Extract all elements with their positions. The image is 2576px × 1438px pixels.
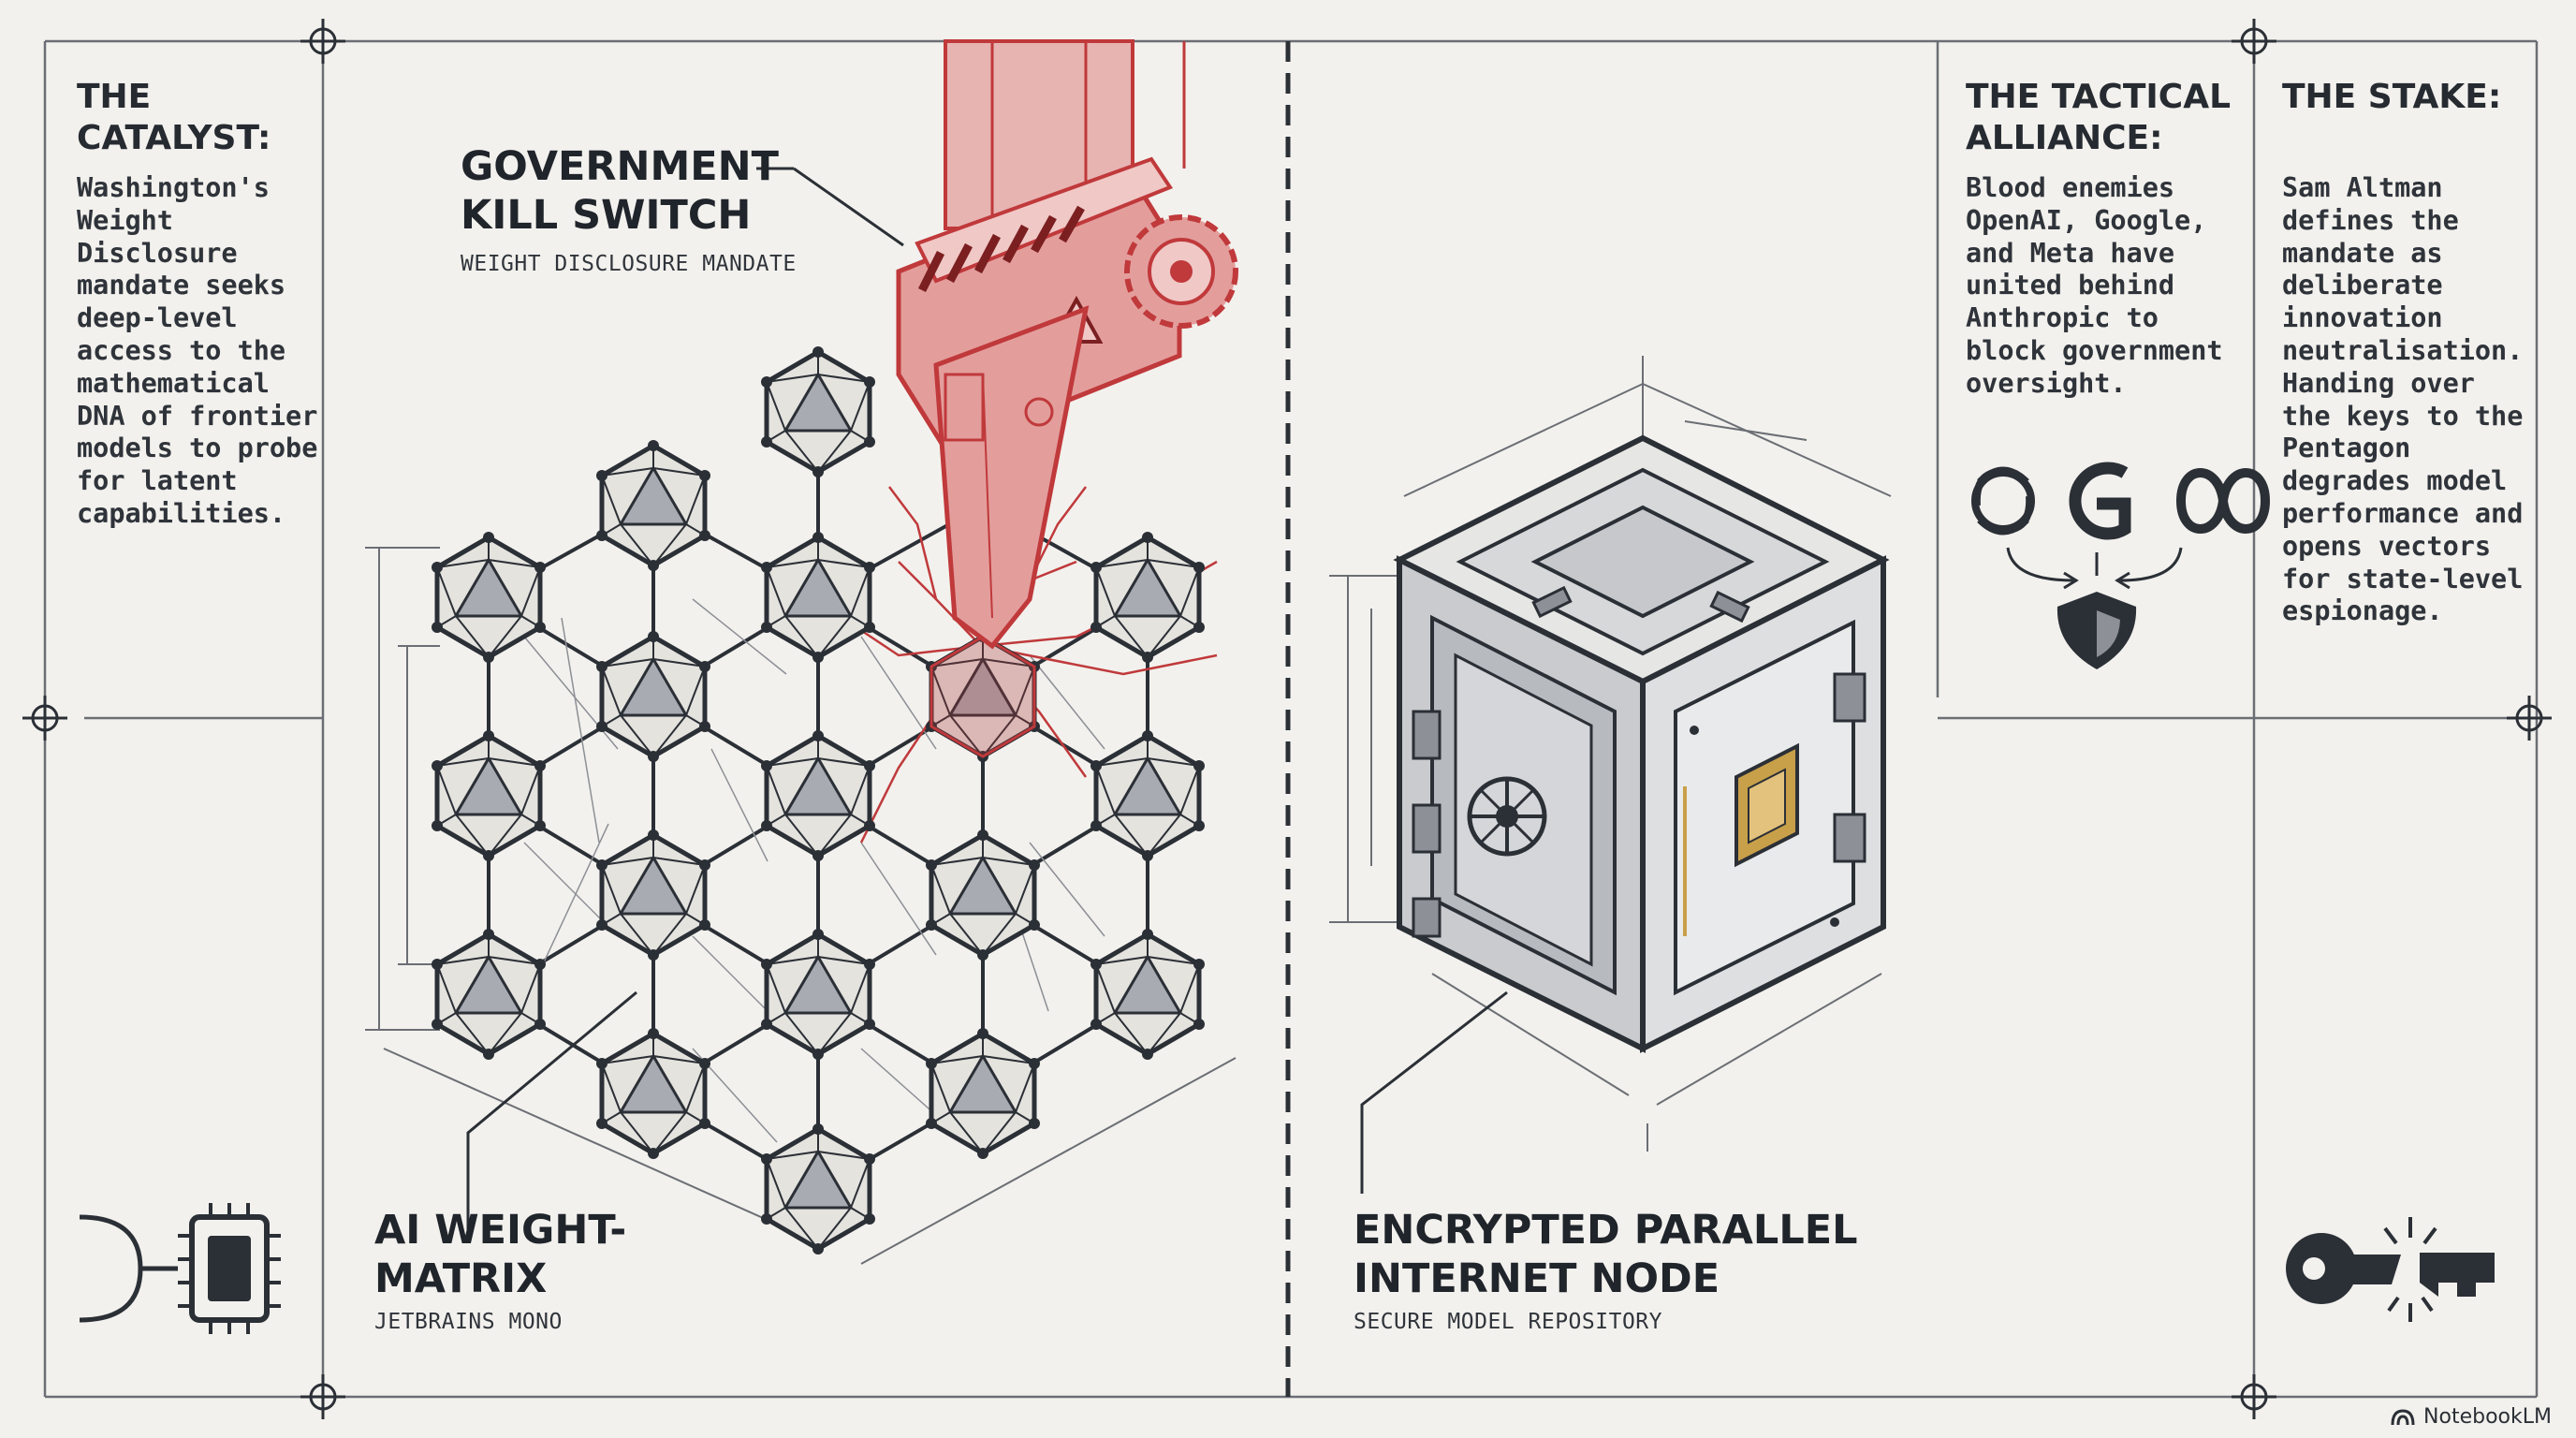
stake-body: Sam Altman defines the mandate as delibe… [2282, 172, 2524, 627]
crosshair-icon [299, 17, 347, 66]
catalyst-title: THE CATALYST: [77, 78, 271, 157]
stake-title: THE STAKE: [2282, 78, 2502, 116]
matrix-node [596, 440, 710, 571]
matrix-node [761, 1123, 875, 1255]
matrix-dimension-lines [365, 547, 1237, 1265]
kill-switch-piston: ! [896, 39, 1238, 650]
notebooklm-logo-icon [2391, 1408, 2415, 1425]
crosshair-icon [2230, 1372, 2278, 1421]
matrix-node [1090, 929, 1205, 1060]
matrix-node [596, 829, 710, 961]
kill-switch-leader [793, 167, 904, 247]
crosshair-icon [2505, 694, 2554, 742]
alliance-body: Blood enemies OpenAI, Google, and Meta h… [1966, 172, 2223, 399]
alliance-arrows [2006, 547, 2183, 590]
alliance-title: THE TACTICAL ALLIANCE: [1966, 78, 2232, 157]
weight-matrix-subtitle: JETBRAINS MONO [374, 1310, 563, 1334]
brand-name: NotebookLM [2423, 1405, 2552, 1429]
matrix-node [926, 829, 1040, 961]
matrix-node [596, 631, 710, 762]
node-subtitle: SECURE MODEL REPOSITORY [1354, 1310, 1662, 1334]
catalyst-body: Washington's Weight Disclosure mandate s… [77, 172, 318, 529]
vault-leader [1360, 990, 1508, 1194]
frame-lines [43, 39, 2539, 1399]
broken-key-icon [2286, 1217, 2495, 1322]
matrix-node [1090, 532, 1205, 663]
openai-logo-icon [1971, 466, 2035, 536]
matrix-node [596, 1028, 710, 1159]
matrix-node [1090, 730, 1205, 861]
matrix-leader [466, 990, 637, 1240]
crosshair-icon [21, 694, 69, 742]
matrix-node [926, 1028, 1040, 1159]
matrix-node [761, 346, 875, 477]
kill-switch-subtitle: WEIGHT DISCLOSURE MANDATE [461, 252, 797, 276]
google-g-icon [2069, 462, 2131, 540]
secure-vault-cube [1393, 434, 1890, 1053]
meta-infinity-icon [2175, 468, 2271, 534]
crosshair-icon [2230, 17, 2278, 66]
brand-watermark: NotebookLM [2390, 1405, 2552, 1429]
weight-matrix-title: AI WEIGHT-MATRIX [374, 1207, 627, 1302]
matrix-node [761, 929, 875, 1060]
kill-switch-title: GOVERNMENT KILL SWITCH [461, 143, 779, 239]
crosshair-icon [299, 1372, 347, 1421]
shield-icon [2056, 592, 2137, 669]
matrix-node [432, 532, 546, 663]
matrix-node [761, 730, 875, 861]
node-title: ENCRYPTED PARALLEL INTERNET NODE [1354, 1207, 1858, 1302]
vault-dimension-lines [1329, 356, 1892, 1152]
chip-icon [79, 1203, 281, 1334]
matrix-node [432, 730, 546, 861]
matrix-node [761, 532, 875, 663]
matrix-node [432, 929, 546, 1060]
